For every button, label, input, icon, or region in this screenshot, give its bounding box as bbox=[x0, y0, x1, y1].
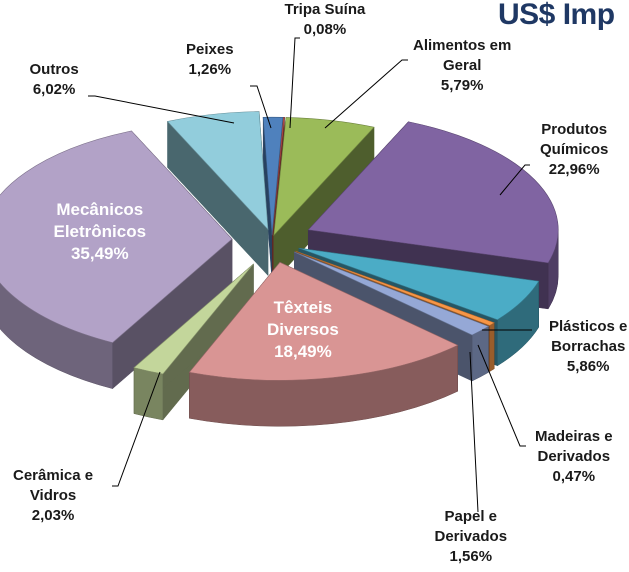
slice-label-madeiras-e-derivados: Madeiras e Derivados 0,47% bbox=[535, 427, 613, 487]
slice-name: Eletrônicos bbox=[53, 222, 147, 241]
slice-name: Diversos bbox=[267, 320, 339, 339]
slice-name: Produtos bbox=[541, 121, 608, 138]
slice-name: Químicos bbox=[540, 141, 609, 158]
leader-line-2 bbox=[499, 164, 530, 196]
pie-slice-peixes bbox=[262, 116, 284, 236]
pie-slice-outros bbox=[166, 111, 269, 231]
chart-title: US$ Imp bbox=[498, 0, 615, 31]
slice-name: Geral bbox=[443, 57, 482, 74]
slice-name: Madeiras e bbox=[535, 428, 613, 445]
leader-line-1 bbox=[324, 59, 408, 129]
pie-slice-produtos-qu-micos bbox=[307, 121, 559, 264]
pie-slice-pl-sticos-e-borrachas bbox=[298, 247, 540, 321]
slice-label-tripa-su-na: Tripa Suína 0,08% bbox=[285, 0, 366, 40]
slice-name: Cerâmica e bbox=[13, 467, 94, 484]
slice-name: Alimentos em bbox=[413, 37, 512, 54]
pie-slice-alimentos-em-geral bbox=[273, 117, 375, 237]
slice-value: 0,47% bbox=[552, 468, 596, 485]
slice-name: Tripa Suína bbox=[284, 1, 366, 18]
leader-line-4 bbox=[477, 344, 526, 447]
slice-name: Borrachas bbox=[551, 338, 626, 355]
slice-label-papel-e-derivados: Papel e Derivados 1,56% bbox=[435, 507, 508, 567]
slice-label-alimentos-em-geral: Alimentos em Geral 5,79% bbox=[413, 36, 511, 96]
slice-name: Plásticos e bbox=[549, 318, 628, 335]
pie-slice-madeiras-e-derivados bbox=[295, 250, 495, 326]
pie-slice-papel-e-derivados bbox=[294, 251, 490, 336]
slice-label-pl-sticos-e-borrachas: Plásticos e Borrachas 5,86% bbox=[549, 317, 627, 377]
leader-line-9 bbox=[88, 95, 235, 124]
leader-lines bbox=[88, 37, 532, 513]
slice-name: Derivados bbox=[537, 448, 611, 465]
slice-value: 22,96% bbox=[548, 161, 600, 178]
slice-value: 1,26% bbox=[188, 61, 232, 78]
slice-value: 5,86% bbox=[566, 358, 610, 375]
pie-slice-mec-nicos-eletr-nicos bbox=[0, 130, 233, 343]
slice-value: 5,79% bbox=[440, 77, 484, 94]
slice-value: 0,08% bbox=[303, 21, 347, 38]
leader-line-7 bbox=[112, 371, 161, 487]
leader-line-0 bbox=[289, 37, 300, 129]
pie-slice-tripa-su-na bbox=[272, 117, 285, 236]
pie-slice-cer-mica-e-vidros bbox=[133, 263, 254, 375]
pie-slice-t-xteis-diversos bbox=[188, 261, 459, 381]
slice-value: 2,03% bbox=[31, 507, 75, 524]
pie-side-5-0 bbox=[471, 325, 489, 382]
slice-label-cer-mica-e-vidros: Cerâmica e Vidros 2,03% bbox=[13, 466, 93, 526]
pie-tops bbox=[0, 111, 559, 381]
slice-name: Têxteis bbox=[273, 298, 333, 317]
slice-value: 35,49% bbox=[70, 244, 129, 263]
slice-value: 1,56% bbox=[449, 548, 493, 565]
slice-name: Peixes bbox=[186, 41, 234, 58]
slice-label-peixes: Peixes 1,26% bbox=[186, 40, 234, 80]
slice-label-outros: Outros 6,02% bbox=[30, 60, 79, 100]
slice-name: Mecânicos bbox=[56, 200, 144, 219]
slice-name: Vidros bbox=[29, 487, 77, 504]
slice-value: 6,02% bbox=[32, 81, 76, 98]
slice-name: Outros bbox=[29, 61, 79, 78]
slice-value: 18,49% bbox=[274, 342, 332, 361]
leader-line-10 bbox=[250, 85, 272, 129]
slice-name: Papel e bbox=[444, 508, 498, 525]
slice-name: Derivados bbox=[434, 528, 508, 545]
leader-line-5 bbox=[469, 351, 479, 513]
